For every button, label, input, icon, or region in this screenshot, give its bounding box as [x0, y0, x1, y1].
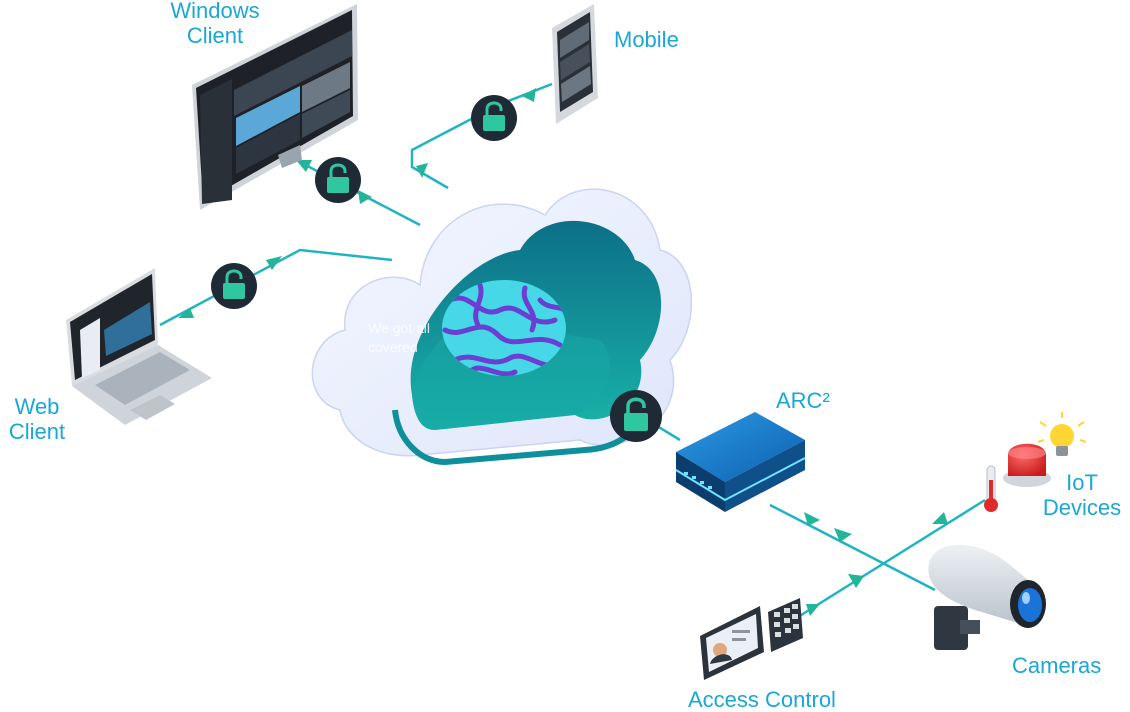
- brain-icon: [442, 280, 566, 376]
- arrow-icon: [932, 512, 948, 524]
- phone-icon: [552, 4, 598, 124]
- label-web-client-line1: Web: [14, 394, 60, 419]
- arrow-icon: [806, 604, 820, 616]
- monitor-icon: [192, 4, 358, 210]
- arrow-icon: [834, 528, 852, 542]
- arrow-icon: [848, 574, 864, 588]
- label-access-control: Access Control: [688, 687, 836, 712]
- card-reader-icon: [700, 606, 764, 680]
- label-cameras: Cameras: [1012, 653, 1101, 678]
- laptop-icon: [66, 268, 212, 425]
- lock-icon: [315, 157, 361, 203]
- lock-icon: [471, 95, 517, 141]
- label-access-control-text: Access Control: [688, 687, 836, 712]
- label-web-client-line2: Client: [8, 419, 66, 444]
- thermometer-icon: [984, 465, 998, 512]
- arrow-icon: [178, 308, 194, 318]
- label-arc: ARC²: [776, 388, 830, 413]
- cloud-watermark-line2: covered: [368, 339, 418, 355]
- arrow-icon: [416, 163, 428, 178]
- label-iot-devices-line2: Devices: [1042, 495, 1122, 520]
- cloud-watermark-line1: We got all: [368, 320, 430, 336]
- arrow-icon: [296, 160, 312, 172]
- label-cameras-text: Cameras: [1012, 653, 1102, 678]
- arrow-icon: [266, 256, 282, 270]
- arrow-icon: [522, 88, 536, 102]
- lock-icon: [610, 390, 662, 442]
- label-windows-client-line2: Client: [186, 23, 244, 48]
- lock-icon: [211, 263, 257, 309]
- connectors: [159, 82, 986, 624]
- camera-icon: [928, 544, 1046, 650]
- connector-mobile: [410, 82, 553, 190]
- label-windows-client-line1: Windows: [170, 0, 260, 23]
- connector-iot-access: [789, 498, 986, 624]
- connector-arc-cameras: [769, 503, 936, 592]
- router-icon: [675, 412, 806, 512]
- siren-icon: [1003, 443, 1051, 487]
- keypad-icon: [768, 598, 803, 652]
- label-arc-text: ARC²: [776, 388, 830, 413]
- arrow-icon: [804, 512, 820, 526]
- label-mobile-text: Mobile: [614, 27, 679, 52]
- label-web-client: Web Client: [0, 394, 74, 444]
- label-windows-client: Windows Client: [160, 0, 270, 48]
- label-mobile: Mobile: [614, 27, 679, 52]
- lightbulb-icon: [1037, 412, 1087, 456]
- connector-web: [159, 248, 393, 327]
- label-iot-devices-line1: IoT: [1066, 470, 1098, 495]
- arrow-icon: [358, 190, 372, 204]
- label-iot-devices: IoT Devices: [1036, 470, 1128, 520]
- lock-badges: [211, 95, 662, 442]
